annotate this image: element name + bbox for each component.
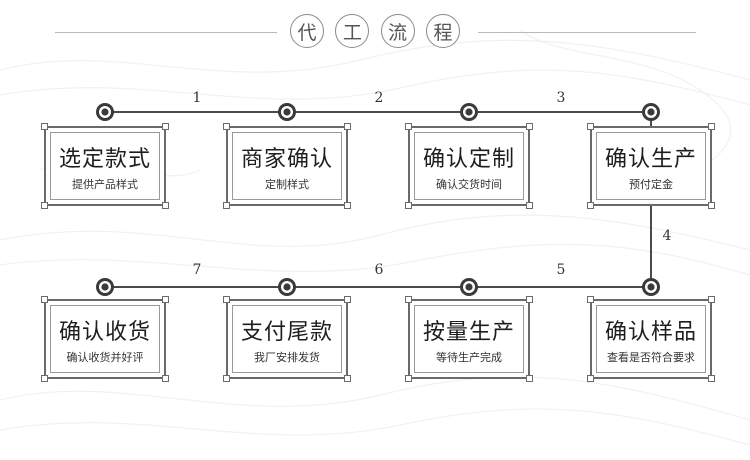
title-char: 工 <box>335 14 370 48</box>
diagram-title: 代 工 流 程 <box>0 10 750 56</box>
step-card-7: 支付尾款 我厂安排发货 <box>223 296 351 382</box>
title-rule-left <box>55 32 277 33</box>
title-characters: 代 工 流 程 <box>290 14 460 48</box>
background-texture <box>0 29 750 446</box>
node-6 <box>460 278 478 296</box>
step-title: 选定款式 <box>58 147 151 172</box>
step-card-6: 按量生产 等待生产完成 <box>405 296 533 382</box>
step-number-3: 3 <box>556 90 566 106</box>
step-number-7: 7 <box>192 262 202 278</box>
step-subtitle: 查看是否符合要求 <box>607 351 695 364</box>
step-subtitle: 我厂安排发货 <box>254 351 320 364</box>
step-title: 商家确认 <box>240 147 333 172</box>
step-card-1: 选定款式 提供产品样式 <box>41 123 169 209</box>
step-title: 确认收货 <box>58 320 151 345</box>
step-title: 确认定制 <box>422 147 515 172</box>
node-8 <box>96 278 114 296</box>
step-card-4: 确认生产 预付定金 <box>587 123 715 209</box>
title-rule-right <box>478 32 696 33</box>
step-number-2: 2 <box>374 90 384 106</box>
step-subtitle: 等待生产完成 <box>436 351 502 364</box>
title-char: 程 <box>425 14 460 48</box>
connector-lines <box>105 111 652 288</box>
step-subtitle: 确认交货时间 <box>436 178 502 191</box>
node-5 <box>642 278 660 296</box>
node-7 <box>278 278 296 296</box>
step-number-4: 4 <box>662 228 672 244</box>
step-card-5: 确认样品 查看是否符合要求 <box>587 296 715 382</box>
step-title: 按量生产 <box>422 320 515 345</box>
step-card-3: 确认定制 确认交货时间 <box>405 123 533 209</box>
step-subtitle: 确认收货并好评 <box>66 351 144 364</box>
title-char: 流 <box>380 14 415 48</box>
step-title: 支付尾款 <box>240 320 333 345</box>
step-number-1: 1 <box>192 90 202 106</box>
step-card-8: 确认收货 确认收货并好评 <box>41 296 169 382</box>
step-subtitle: 提供产品样式 <box>72 178 138 191</box>
step-subtitle: 定制样式 <box>265 178 309 191</box>
node-3 <box>460 103 478 121</box>
node-4 <box>642 103 660 121</box>
node-2 <box>278 103 296 121</box>
title-char: 代 <box>290 14 324 48</box>
step-card-2: 商家确认 定制样式 <box>223 123 351 209</box>
step-number-5: 5 <box>556 262 566 278</box>
node-1 <box>96 103 114 121</box>
step-number-6: 6 <box>374 262 384 278</box>
step-title: 确认生产 <box>604 147 697 172</box>
nodes <box>96 103 660 296</box>
step-subtitle: 预付定金 <box>629 178 673 191</box>
step-title: 确认样品 <box>604 320 697 345</box>
